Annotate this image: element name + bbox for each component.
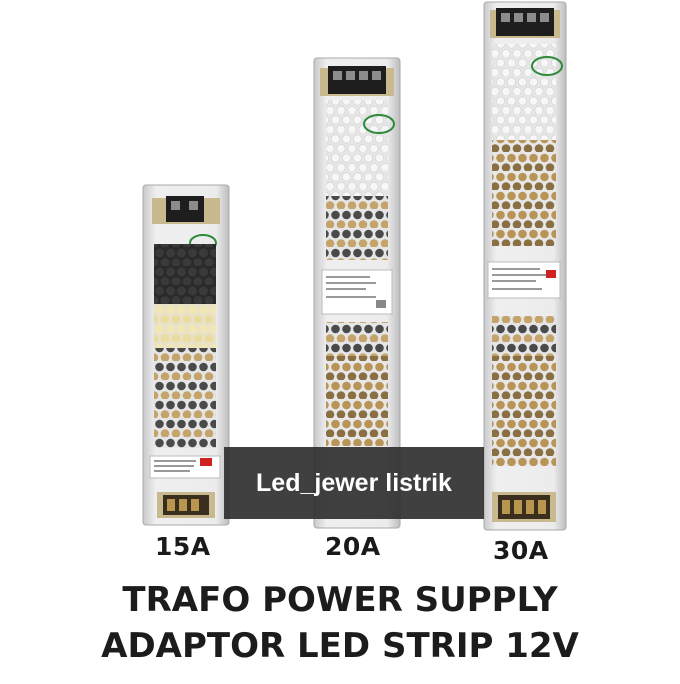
headline-line-2: ADAPTOR LED STRIP 12V xyxy=(101,626,579,666)
rating-label-30a: 30A xyxy=(493,536,549,565)
psu-15a xyxy=(142,184,230,526)
rating-label-20a: 20A xyxy=(325,532,381,561)
psu-30a xyxy=(483,1,567,531)
rating-label-15a: 15A xyxy=(155,532,211,561)
psu-20a xyxy=(313,57,401,529)
headline-line-1: TRAFO POWER SUPPLY xyxy=(122,580,558,620)
seller-watermark: Led_jewer listrik xyxy=(224,447,484,519)
